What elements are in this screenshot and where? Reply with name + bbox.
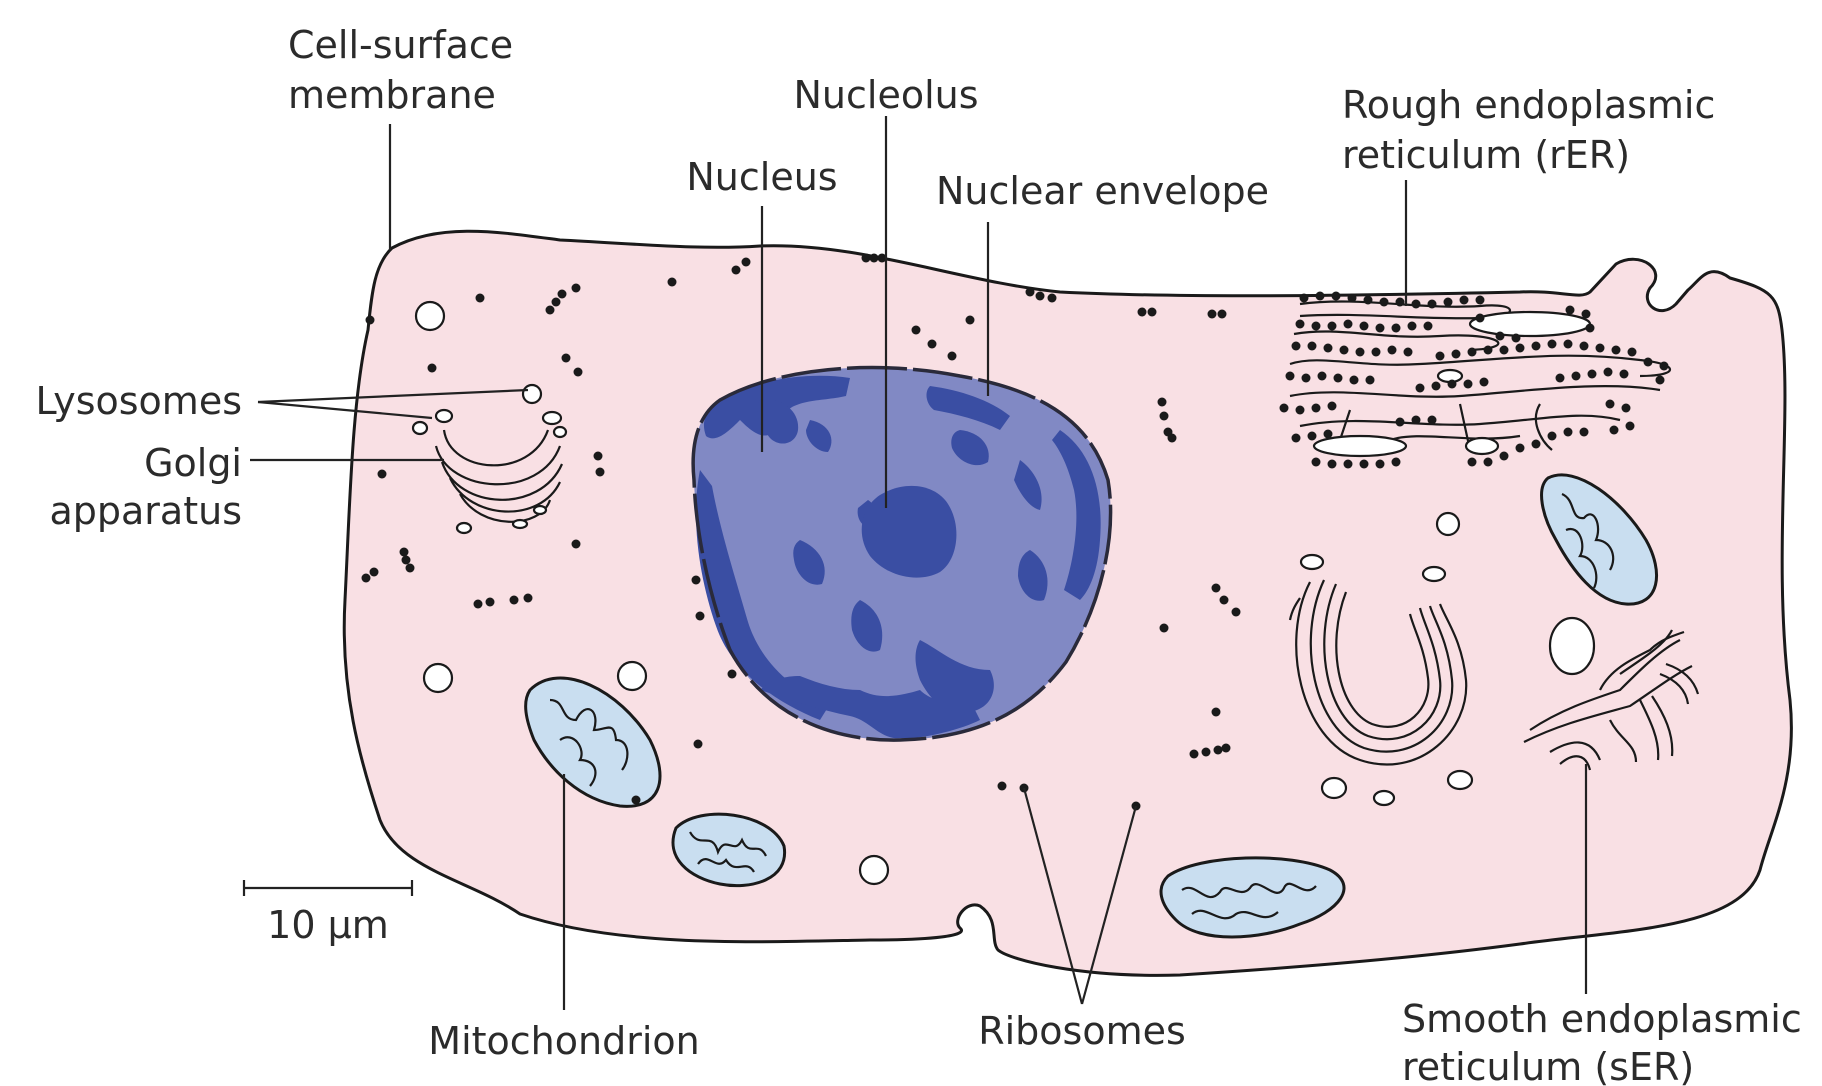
scale-bar-label: 10 µm [267, 903, 389, 947]
leader-lines [250, 116, 1588, 1010]
label-cell-surface-membrane-line1: Cell-surface [288, 23, 513, 67]
label-mitochondrion: Mitochondrion [428, 1019, 699, 1063]
nucleolus [861, 485, 957, 578]
label-nucleus: Nucleus [686, 155, 837, 199]
smooth-er [1523, 629, 1700, 771]
label-nucleolus: Nucleolus [793, 73, 978, 117]
chromatin [695, 375, 1101, 739]
label-smooth-er-line1: Smooth endoplasmic [1402, 997, 1802, 1041]
label-golgi-line1: Golgi [144, 441, 242, 485]
free-ribosomes [361, 253, 1241, 811]
label-golgi-line2: apparatus [49, 489, 242, 533]
label-ribosomes: Ribosomes [978, 1009, 1186, 1053]
label-lysosomes: Lysosomes [36, 379, 242, 423]
leader-lysosomes-a [257, 388, 529, 404]
leader-lysosomes-b [257, 400, 433, 420]
label-rough-er-line1: Rough endoplasmic [1342, 83, 1715, 127]
mitochondrion-2 [671, 812, 787, 888]
nucleus [691, 365, 1113, 742]
label-rough-er-line2: reticulum (rER) [1342, 133, 1630, 177]
mitochondrion-4 [1540, 473, 1659, 606]
label-cell-surface-membrane-line2: membrane [288, 73, 496, 117]
label-smooth-er-line2: reticulum (sER) [1402, 1045, 1694, 1086]
rough-er [1279, 291, 1672, 469]
leader-ribosomes-a [1022, 787, 1084, 1005]
mitochondrion-1 [524, 676, 662, 808]
golgi-apparatus-large [1288, 579, 1468, 766]
scale-bar: 10 µm [242, 880, 414, 947]
leader-ribosomes-b [1080, 805, 1138, 1005]
golgi-vesicles-small [411, 408, 568, 535]
nuclear-envelope [691, 365, 1113, 742]
rer-ribosomes [1279, 291, 1669, 469]
mitochondrion-3 [1159, 856, 1346, 939]
label-nuclear-envelope: Nuclear envelope [936, 169, 1269, 213]
lysosomes [414, 300, 1596, 886]
golgi-apparatus-small [434, 429, 564, 523]
